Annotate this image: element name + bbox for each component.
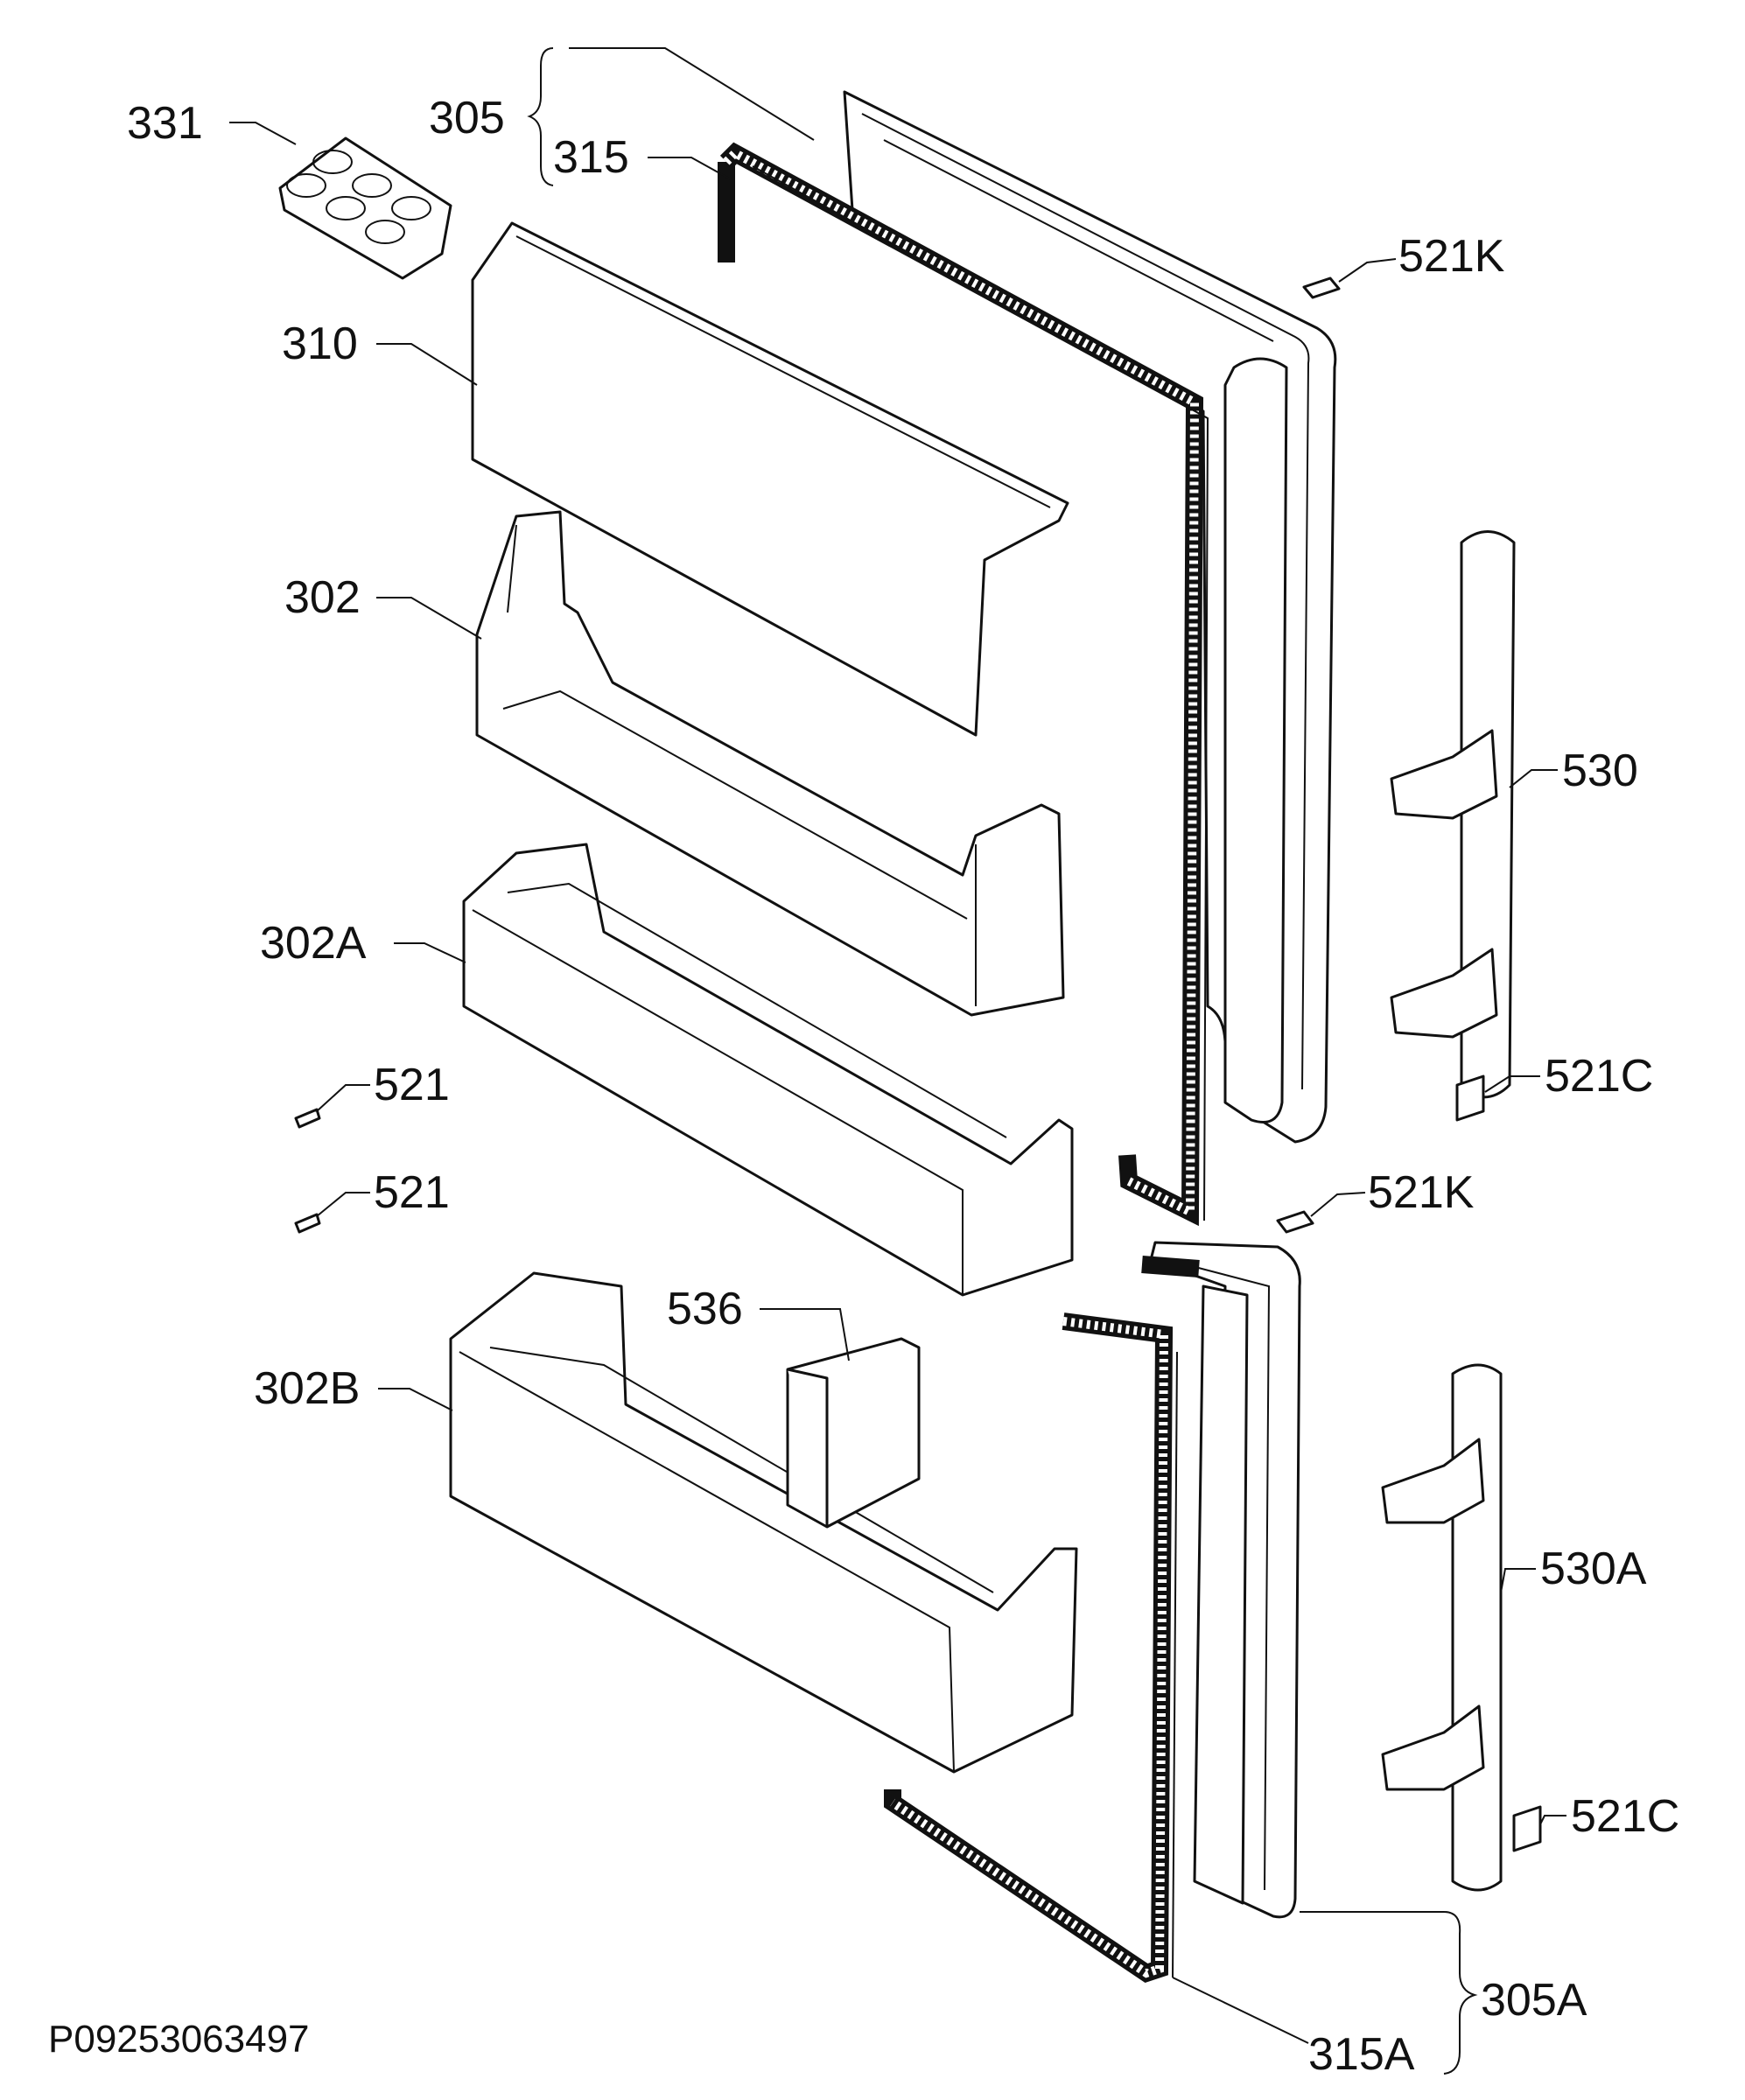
door-shelf-302b (449, 1271, 1078, 1774)
upper-gasket-315 (718, 142, 1209, 1227)
label-331: 331 (127, 98, 203, 149)
flap-310 (471, 221, 1069, 737)
lower-door-305a (1149, 1241, 1301, 1919)
label-315a: 315A (1308, 2029, 1415, 2080)
label-305a: 305A (1481, 1975, 1587, 2026)
label-302a: 302A (260, 918, 367, 969)
label-521k-top: 521K (1398, 231, 1505, 282)
door-shelf-302a (462, 843, 1074, 1297)
leader-lines (229, 47, 1566, 2075)
screw-521-a (294, 1108, 321, 1129)
label-302: 302 (284, 572, 361, 623)
divider-536 (786, 1337, 921, 1529)
clip-521k-top (1302, 276, 1341, 299)
handle-530a (1381, 1363, 1503, 1892)
label-530: 530 (1562, 746, 1638, 796)
label-302b: 302B (254, 1363, 360, 1414)
label-521-b: 521 (374, 1167, 450, 1218)
egg-tray-331 (278, 136, 452, 280)
screw-521-b (294, 1213, 321, 1234)
label-521k-mid: 521K (1368, 1167, 1475, 1218)
label-530a: 530A (1540, 1544, 1647, 1594)
label-310: 310 (282, 318, 358, 369)
label-315: 315 (553, 132, 629, 183)
part-labels: 331 305 315 521K 310 302 530 302A 521 52… (127, 93, 1679, 2080)
drawing-code: P09253063497 (48, 2018, 310, 2061)
label-521c-top: 521C (1545, 1051, 1653, 1102)
handle-530 (1390, 530, 1516, 1099)
door-shelf-302 (475, 510, 1065, 1017)
lower-gasket-315a (884, 1256, 1200, 1984)
upper-door-305 (843, 90, 1337, 1144)
cap-521c-top (1455, 1074, 1485, 1122)
clip-521k-mid (1276, 1210, 1314, 1234)
label-521-a: 521 (374, 1060, 450, 1110)
label-521c-bot: 521C (1571, 1791, 1679, 1842)
label-536: 536 (667, 1284, 743, 1334)
cap-521c-bot (1512, 1805, 1542, 1852)
label-305: 305 (429, 93, 505, 144)
